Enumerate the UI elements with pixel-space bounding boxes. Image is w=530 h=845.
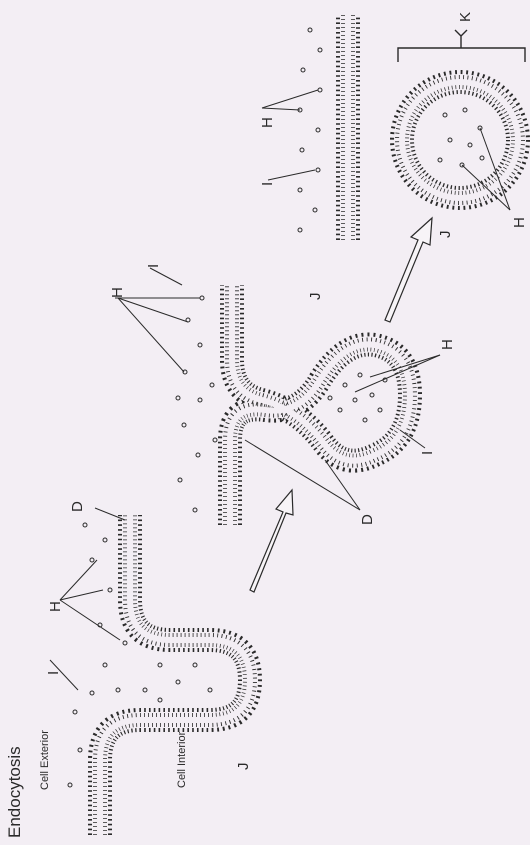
label-h-stage3-vesicle: H — [511, 217, 528, 228]
arrow-stage2-to-3 — [385, 218, 432, 322]
bracket-k — [398, 30, 525, 62]
stage1-membrane — [100, 515, 250, 835]
label-i-stage2-vesicle: I — [419, 451, 436, 455]
region-label-exterior: Cell Exterior — [39, 730, 51, 790]
label-i-stage3-exterior: I — [259, 182, 276, 186]
label-h-stage2-exterior: H — [109, 287, 126, 298]
diagram-title: Endocytosis — [5, 746, 24, 838]
leader-lines — [50, 90, 510, 690]
label-k: K — [457, 12, 474, 22]
label-h-stage3-exterior: H — [259, 117, 276, 128]
region-label-interior: Cell Interior — [176, 731, 188, 788]
label-j-stage1: J — [235, 763, 252, 771]
stage2-membrane — [230, 285, 410, 525]
vesicle — [402, 82, 518, 198]
label-h-stage2-vesicle: H — [439, 339, 456, 350]
label-d-stage1: D — [69, 501, 86, 512]
label-j-stage3: J — [437, 231, 454, 239]
label-i-stage2-exterior: I — [145, 264, 162, 268]
arrow-stage1-to-2 — [250, 490, 293, 592]
label-h-stage1: H — [47, 601, 64, 612]
label-j-stage2: J — [307, 293, 324, 301]
label-i-stage1: I — [45, 671, 62, 675]
label-d-stage2: D — [359, 514, 376, 525]
